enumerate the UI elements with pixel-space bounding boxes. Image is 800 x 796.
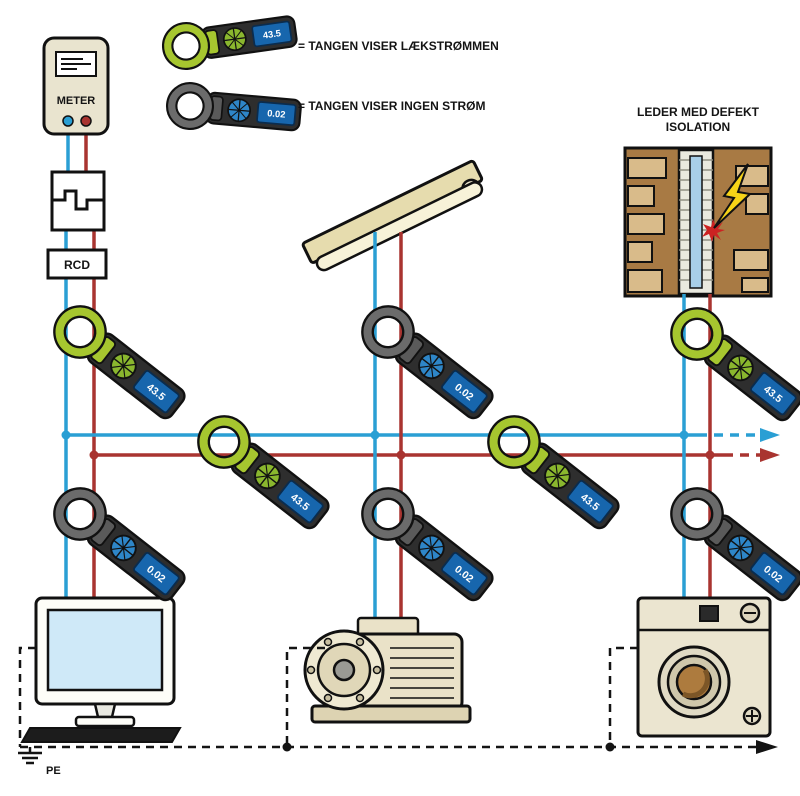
rcd-breaker: RCD xyxy=(46,248,108,280)
defect-title-line2: ISOLATION xyxy=(666,120,730,134)
lamp-housing xyxy=(301,159,484,264)
power-button xyxy=(699,605,719,622)
clamp-motor-branch: 0.02 xyxy=(350,476,503,612)
earth-ground-icon xyxy=(18,747,42,765)
pe-branch-computer xyxy=(18,646,36,747)
pe-junction-dot xyxy=(282,742,292,752)
pe-label: PE xyxy=(46,765,61,777)
clamp-main-right: 43.5 xyxy=(476,404,629,540)
clamp-service-lower: 0.02 xyxy=(42,476,195,612)
clamp-lamp-branch: 0.02 xyxy=(350,294,503,430)
junction-dots xyxy=(61,430,715,460)
pe-branch-motor xyxy=(285,646,325,747)
monitor-base xyxy=(74,715,136,728)
legend-none-label: = TANGEN VISER INGEN STRØM xyxy=(298,99,485,113)
defect-title-line1: LEDER MED DEFEKT xyxy=(637,105,760,119)
meter-neutral-terminal xyxy=(62,115,74,127)
legend-clamp-none: 0.02 xyxy=(164,80,304,140)
fluorescent-lamp xyxy=(301,159,484,272)
damaged-cable xyxy=(677,148,753,296)
clamp-main-left: 43.5 xyxy=(186,404,339,540)
breaker-joint xyxy=(52,189,104,211)
motor-shaft xyxy=(332,658,356,682)
electric-motor xyxy=(303,616,472,724)
clamp-reading: 43.5 xyxy=(262,28,281,40)
clamp-defect-branch: 43.5 xyxy=(659,296,800,432)
lightning-bolt-icon xyxy=(713,163,753,229)
clamp-washer-branch: 0.02 xyxy=(659,476,800,612)
legend-leak-label: = TANGEN VISER LÆKSTRØMMEN xyxy=(298,39,499,53)
pe-arrow-icon xyxy=(756,740,778,754)
screen xyxy=(46,608,164,692)
meter-label: METER xyxy=(57,95,96,107)
spark-icon xyxy=(702,219,725,242)
main-breaker xyxy=(50,170,106,232)
motor-fins xyxy=(390,647,454,699)
defect-insulation-illustration: LEDER MED DEFEKT ISOLATION xyxy=(623,105,773,298)
blue-arrow-icon xyxy=(760,428,780,442)
keyboard xyxy=(20,727,182,743)
legend-clamp-leak: 43.5 xyxy=(159,6,300,73)
computer xyxy=(20,596,182,743)
electricity-meter: METER xyxy=(42,36,110,136)
red-arrow-icon xyxy=(760,448,780,462)
wiring xyxy=(61,130,780,638)
pe-earth-system: PE xyxy=(18,646,778,777)
rcd-label: RCD xyxy=(64,258,90,272)
pe-junction-dot xyxy=(605,742,615,752)
pe-branch-washer xyxy=(608,646,638,747)
motor-bolts xyxy=(306,637,382,703)
meter-phase-terminal xyxy=(80,115,92,127)
brick-wall xyxy=(627,157,769,293)
monitor-stand xyxy=(93,702,117,719)
clamp-reading: 0.02 xyxy=(267,108,286,120)
washing-machine xyxy=(636,596,772,738)
clamp-service-upper: 43.5 xyxy=(42,294,195,430)
rcd-body xyxy=(46,248,108,280)
motor-base xyxy=(310,704,472,724)
legend: 43.5 = TANGEN VISER LÆKSTRØMMEN 0.02 = T… xyxy=(159,6,499,140)
cable-core xyxy=(689,155,703,289)
